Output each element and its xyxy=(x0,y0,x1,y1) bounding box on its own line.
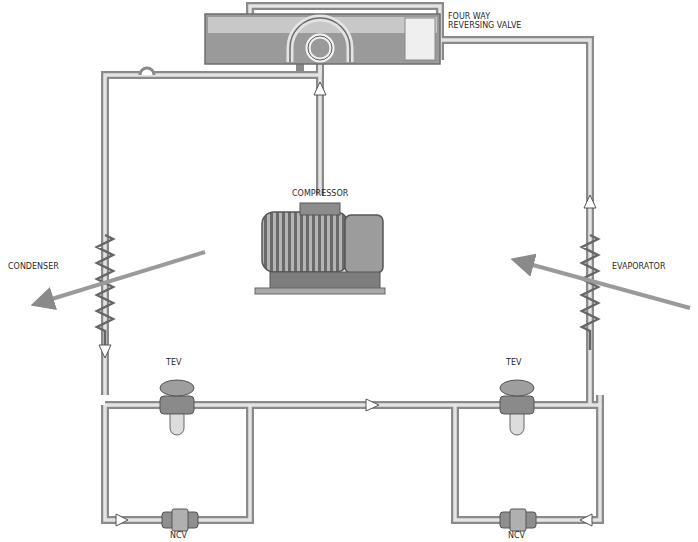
airflow-arrow xyxy=(42,252,690,308)
part-label: TEV xyxy=(166,358,181,367)
part-label: CONDENSER xyxy=(8,262,59,271)
part-label: EVAPORATOR xyxy=(612,262,665,271)
part-label: TEV xyxy=(506,358,521,367)
coil xyxy=(97,235,598,350)
part-label: NCV xyxy=(170,531,187,540)
part-label: COMPRESSOR xyxy=(292,189,348,198)
flow-arrow xyxy=(99,82,596,526)
expansion-valve xyxy=(160,380,534,435)
pipe-crossover xyxy=(140,68,154,75)
reversing-valve xyxy=(205,14,440,64)
compressor xyxy=(255,203,385,294)
check-valve xyxy=(162,509,536,531)
part-label: FOUR WAY REVERSING VALVE xyxy=(448,12,538,30)
part-label: NCV xyxy=(508,531,525,540)
